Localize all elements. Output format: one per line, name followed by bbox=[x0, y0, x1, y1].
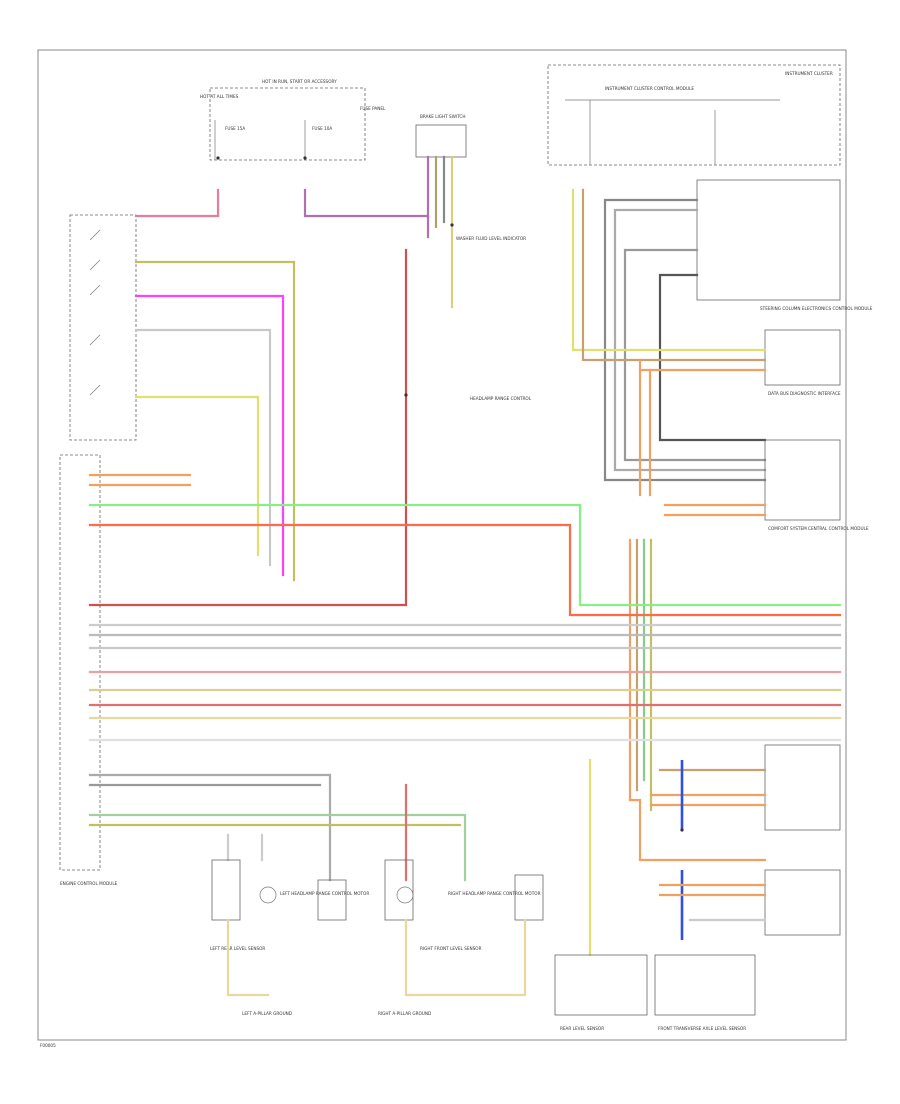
junction-dot bbox=[404, 393, 408, 397]
wire-db-orange bbox=[638, 358, 652, 497]
wire-db-tan bbox=[581, 188, 767, 362]
wire-ls-yellow bbox=[134, 395, 260, 557]
wire-ls-gray bbox=[134, 328, 272, 567]
label-hot-at-all-times: HOT AT ALL TIMES bbox=[200, 94, 239, 99]
brake-switch-box bbox=[415, 124, 467, 158]
wire-ls-magenta bbox=[134, 294, 285, 577]
junction-dot bbox=[450, 223, 454, 227]
label-right-headlamp-control: RIGHT HEADLAMP RANGE CONTROL MOTOR bbox=[448, 891, 541, 896]
wire-comfort-orange bbox=[663, 503, 767, 517]
wire-bus-orange-short bbox=[88, 473, 192, 487]
junction-dot bbox=[680, 828, 684, 832]
fuse-links bbox=[214, 120, 306, 160]
comfort-module-box bbox=[764, 439, 841, 521]
wire-fs-orange bbox=[658, 883, 767, 897]
engine-control-box bbox=[59, 454, 101, 871]
label-steering-module: STEERING COLUMN ELECTRONICS CONTROL MODU… bbox=[760, 306, 873, 311]
label-instrument-cluster-side: INSTRUMENT CLUSTER bbox=[785, 71, 833, 76]
label-left-rear-sensor: LEFT REAR LEVEL SENSOR bbox=[210, 946, 265, 951]
wire-sensor-1 bbox=[88, 773, 332, 882]
label-ground-left: LEFT A-PILLAR GROUND bbox=[242, 1011, 292, 1016]
front-sensor-module-box bbox=[764, 869, 841, 936]
front-level-sensor-box bbox=[654, 954, 756, 1016]
wire-sc-2 bbox=[613, 208, 767, 472]
wire-sc-4 bbox=[658, 273, 767, 442]
label-fuse-panel: FUSE PANEL bbox=[360, 106, 386, 111]
light-switch-box bbox=[69, 214, 137, 441]
steering-module-box bbox=[696, 179, 841, 301]
label-right-front-sensor: RIGHT FRONT LEVEL SENSOR bbox=[420, 946, 482, 951]
wire-sensor-drops bbox=[226, 833, 264, 862]
wire-ls-pink bbox=[134, 188, 220, 218]
corner-code: F00005 bbox=[40, 1043, 56, 1048]
right-lamp-symbol bbox=[396, 886, 414, 904]
wire-db-yellow bbox=[571, 188, 767, 352]
wire-red-vertical bbox=[88, 248, 408, 607]
wire-rear-orange bbox=[628, 798, 767, 862]
wire-sc-3 bbox=[623, 248, 767, 462]
fuse-panel-box bbox=[209, 87, 366, 161]
label-data-bus: DATA BUS DIAGNOSTIC INTERFACE bbox=[768, 391, 841, 396]
label-ground-right: RIGHT A-PILLAR GROUND bbox=[378, 1011, 431, 1016]
wire-fuse-b bbox=[303, 188, 430, 218]
junction-dot bbox=[216, 156, 220, 160]
wire-bus-red bbox=[88, 523, 842, 617]
label-headlamp-range: HEADLAMP RANGE CONTROL bbox=[470, 396, 532, 401]
left-sensor-box bbox=[317, 879, 347, 921]
label-left-headlamp-control: LEFT HEADLAMP RANGE CONTROL MOTOR bbox=[280, 891, 369, 896]
label-fuse-b: FUSE 10A bbox=[312, 126, 332, 131]
left-lamp-symbol bbox=[259, 886, 277, 904]
wire-left-ground bbox=[226, 918, 270, 997]
data-bus-box bbox=[764, 329, 841, 386]
switch-contacts bbox=[89, 229, 101, 396]
wire-ls-olive bbox=[134, 260, 296, 582]
label-rear-level-sensor: REAR LEVEL SENSOR bbox=[560, 1026, 604, 1031]
right-motor-box bbox=[384, 859, 414, 921]
label-fuse-a: FUSE 15A bbox=[225, 126, 245, 131]
rear-sensor-module-box bbox=[764, 744, 841, 831]
label-instrument-cluster: INSTRUMENT CLUSTER CONTROL MODULE bbox=[605, 86, 694, 91]
label-brake-switch: BRAKE LIGHT SWITCH bbox=[420, 114, 465, 119]
label-front-level-sensor: FRONT TRANSVERSE AXLE LEVEL SENSOR bbox=[658, 1026, 746, 1031]
label-hot-in-run: HOT IN RUN, START OR ACCESSORY bbox=[262, 79, 337, 84]
wire-rs-orange bbox=[649, 793, 767, 807]
rear-level-sensor-box bbox=[554, 954, 648, 1016]
wire-right-ground bbox=[404, 918, 527, 997]
junction-dot bbox=[303, 156, 307, 160]
instrument-cluster-box bbox=[547, 64, 841, 166]
cluster-lines bbox=[565, 99, 780, 165]
left-motor-box bbox=[211, 859, 241, 921]
label-comfort-module: COMFORT SYSTEM CENTRAL CONTROL MODULE bbox=[768, 526, 869, 531]
label-low-washer: WASHER FLUID LEVEL INDICATOR bbox=[456, 236, 526, 241]
wire-sensor-green bbox=[88, 813, 467, 882]
wire-sc-1 bbox=[603, 198, 767, 482]
right-sensor-box bbox=[514, 874, 544, 921]
wire-bus-green bbox=[88, 503, 842, 607]
diagram-frame bbox=[37, 49, 847, 1041]
label-engine-control: ENGINE CONTROL MODULE bbox=[60, 881, 118, 886]
